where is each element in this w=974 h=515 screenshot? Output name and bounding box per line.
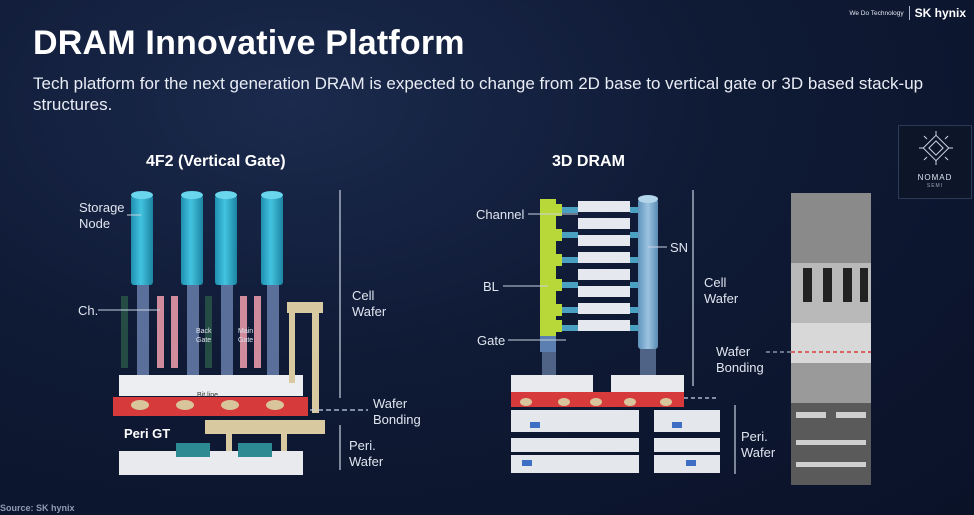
peri-wafer-base — [119, 451, 303, 475]
label-peri-wafer-right: Peri. Wafer — [741, 429, 775, 461]
label-channel-right: Channel — [476, 207, 524, 223]
label-sn: SN — [670, 240, 688, 256]
label-channel-left: Ch. — [78, 303, 98, 319]
peri-connector — [287, 302, 323, 413]
cell-base-left — [511, 375, 593, 392]
source-note: Source: SK hynix — [0, 503, 75, 513]
stacked-cells — [562, 201, 642, 331]
label-peri-wafer-left: Peri. Wafer — [349, 438, 383, 470]
storage-node-pillars — [131, 191, 283, 285]
bitline-comb — [540, 199, 562, 336]
label-storage-node: Storage Node — [79, 200, 125, 232]
label-main-gate: Main Gate — [238, 327, 253, 345]
tem-cross-section — [766, 193, 871, 485]
label-cell-wafer-left: Cell Wafer — [352, 288, 386, 320]
label-back-gate: Back Gate — [196, 327, 212, 345]
label-wafer-bonding-right: Wafer Bonding — [716, 344, 764, 376]
label-cell-wafer-right: Cell Wafer — [704, 275, 738, 307]
peri-transistor — [176, 443, 210, 457]
peri-stack — [511, 410, 720, 473]
right-diagram-heading: 3D DRAM — [552, 153, 625, 171]
label-peri-gt: Peri GT — [124, 426, 170, 442]
label-bl: BL — [483, 279, 499, 295]
label-bit-line: Bit line — [197, 388, 218, 404]
peri-metal — [205, 420, 325, 434]
label-gate: Gate — [477, 333, 505, 349]
label-wafer-bonding-left: Wafer Bonding — [373, 396, 421, 428]
sn-pillar — [638, 199, 658, 349]
cell-base-right — [611, 375, 684, 392]
